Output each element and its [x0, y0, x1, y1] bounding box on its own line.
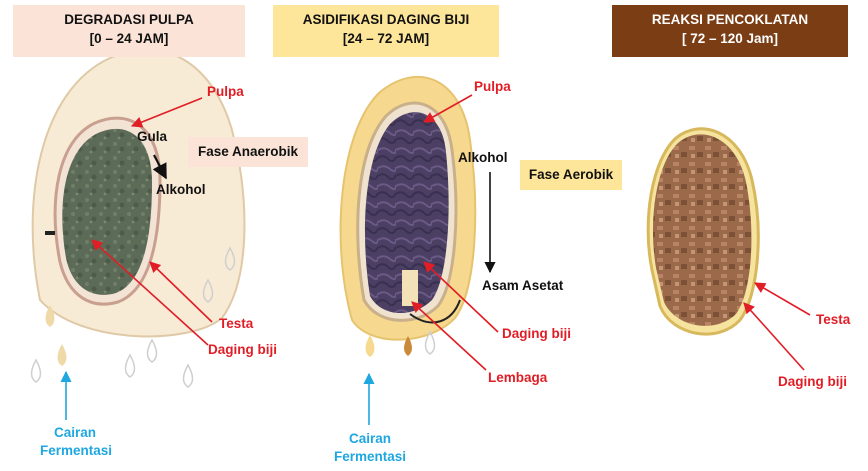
stage2-header: ASIDIFIKASI DAGING BIJI [24 – 72 JAM] — [273, 5, 499, 57]
stage1-alkohol-label: Alkohol — [156, 182, 206, 197]
stage1-testa-arrow — [149, 261, 213, 323]
stage2-cairan-word: Cairan — [348, 431, 392, 446]
stage1-drip-1 — [45, 305, 55, 327]
stage2-lembaga-label: Lembaga — [488, 370, 548, 385]
stage1-daging-arrow — [91, 239, 209, 346]
stage2-range: [24 – 72 JAM] — [342, 31, 430, 46]
stage1-drip-4 — [124, 353, 136, 378]
stage1-drip-6 — [182, 363, 194, 388]
stage1-drip-3 — [57, 344, 67, 366]
stage3-testa-arrow — [754, 282, 811, 316]
stage2-drip-3 — [424, 330, 436, 355]
stage2-drip-2 — [404, 336, 412, 356]
stage1-pulpa-label: Pulpa — [207, 84, 244, 99]
stage3-bean-group — [646, 127, 760, 336]
stage2-lembaga-arrow — [411, 301, 487, 371]
anaerobic-phase-box: Fase Anaerobik — [188, 137, 308, 167]
stage3-header: REAKSI PENCOKLATAN [ 72 – 120 Jam] — [612, 5, 848, 57]
stage1-range: [0 – 24 JAM] — [89, 31, 169, 46]
stage2-bean-group — [339, 75, 477, 357]
stage1-drip-7 — [202, 278, 214, 303]
stage1-marker — [45, 231, 55, 235]
stage2-daging-label: Daging biji — [502, 326, 571, 341]
stage3-daging-arrow — [743, 302, 805, 371]
stage1-daging-label: Daging biji — [208, 342, 277, 357]
stage2-asam-asetat-label: Asam Asetat — [482, 278, 564, 293]
stage1-drip-2 — [30, 358, 42, 383]
aerobic-phase-label: Fase Aerobik — [528, 167, 614, 182]
stage1-cairan-label: Cairan Fermentasi — [40, 424, 113, 460]
stage2-pulpa-label: Pulpa — [474, 79, 511, 94]
anaerobic-phase-label: Fase Anaerobik — [197, 144, 299, 159]
stage1-testa-label: Testa — [219, 316, 254, 331]
stage1-cotyledon — [62, 128, 152, 295]
stage1-drip-5 — [146, 338, 158, 363]
stage1-gula-arrow — [152, 154, 167, 180]
stage1-bean-group — [30, 48, 246, 388]
stage1-fermentasi-word: Fermentasi — [40, 443, 113, 458]
aerobic-phase-box: Fase Aerobik — [520, 160, 622, 190]
stage1-title: DEGRADASI PULPA — [64, 12, 194, 27]
stage2-title: ASIDIFIKASI DAGING BIJI — [302, 12, 470, 27]
stage3-cotyledon — [652, 134, 752, 326]
stage2-fermentasi-word: Fermentasi — [333, 449, 407, 464]
stage1-header: DEGRADASI PULPA [0 – 24 JAM] — [13, 5, 245, 57]
stage2-cairan-label: Cairan Fermentasi — [330, 430, 410, 466]
stage3-title: REAKSI PENCOKLATAN — [651, 12, 809, 27]
stage1-cairan-word: Cairan — [53, 425, 97, 440]
stage2-alkohol-label: Alkohol — [458, 150, 508, 165]
stage2-pulpa-arrow — [423, 94, 473, 123]
stage3-range: [ 72 – 120 Jam] — [681, 31, 779, 46]
stage1-drip-8 — [224, 246, 236, 271]
stage2-curve — [409, 299, 461, 324]
stage3-testa-label: Testa — [816, 312, 851, 327]
stage2-embryo — [402, 270, 418, 306]
stage1-gula-label: Gula — [137, 129, 168, 144]
stage2-daging-arrow — [423, 261, 499, 333]
stage2-drip-1 — [365, 335, 375, 357]
stage3-daging-label: Daging biji — [778, 374, 847, 389]
stage1-pulpa-arrow — [130, 97, 203, 128]
